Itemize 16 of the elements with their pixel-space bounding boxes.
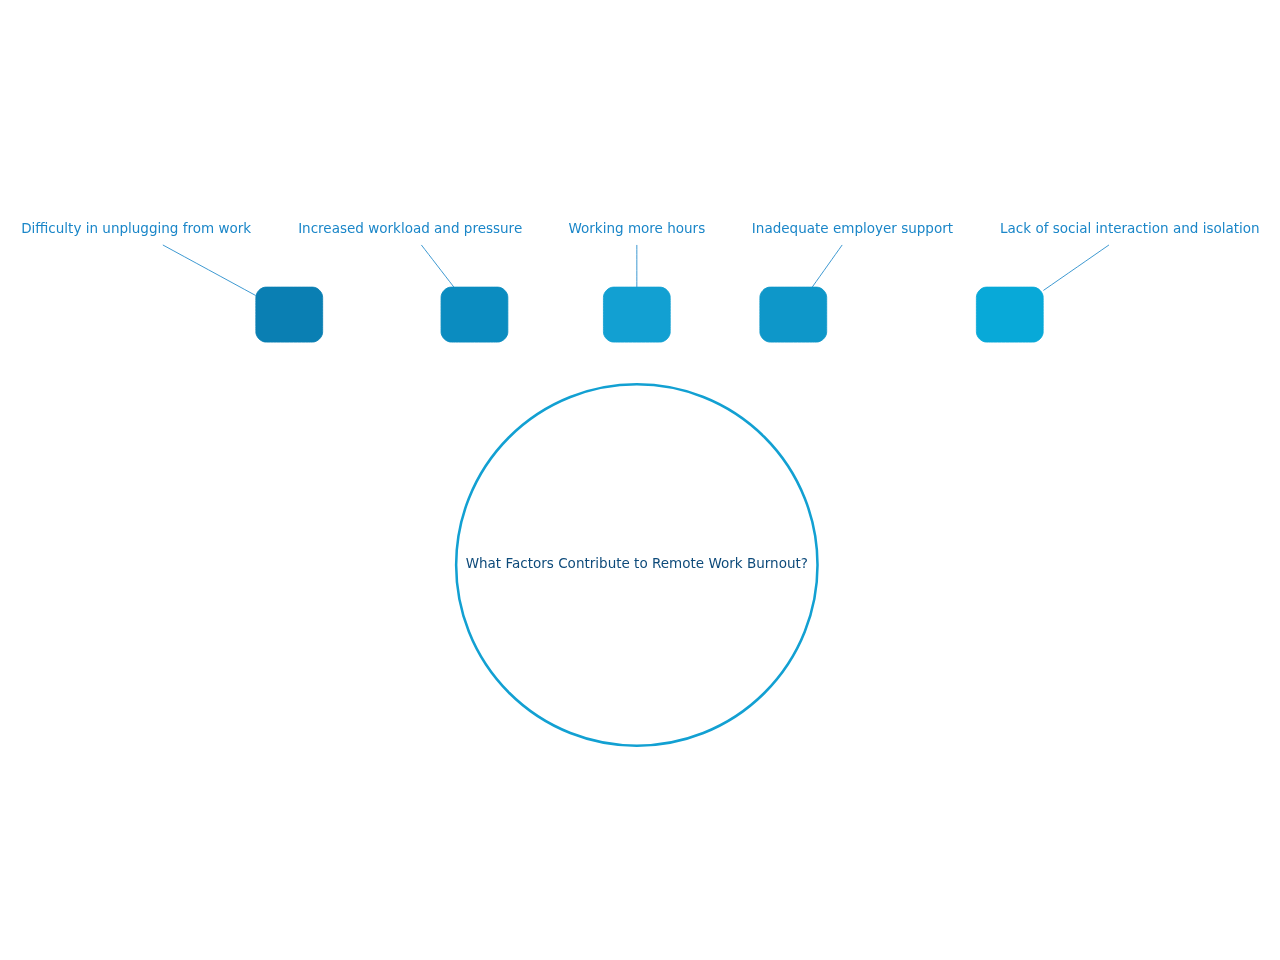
node-box — [603, 286, 671, 343]
connector — [420, 244, 455, 288]
node-box — [255, 286, 324, 343]
node-text: Difficulty in unplugging from work — [21, 219, 252, 236]
node-box — [759, 286, 828, 343]
node-text: Inadequate employer support — [751, 219, 954, 236]
node-text: Increased workload and pressure — [298, 219, 523, 236]
node-circle: What Factors Contribute to Remote Work Burnout? — [454, 383, 819, 747]
node-box — [440, 286, 509, 343]
node-box — [975, 286, 1044, 343]
node-text: Lack of social interaction and isolation — [1000, 219, 1260, 236]
connector — [811, 244, 843, 288]
connector — [162, 244, 257, 296]
node-text: Working more hours — [568, 219, 706, 236]
connector — [636, 244, 638, 288]
connector — [1042, 244, 1110, 291]
